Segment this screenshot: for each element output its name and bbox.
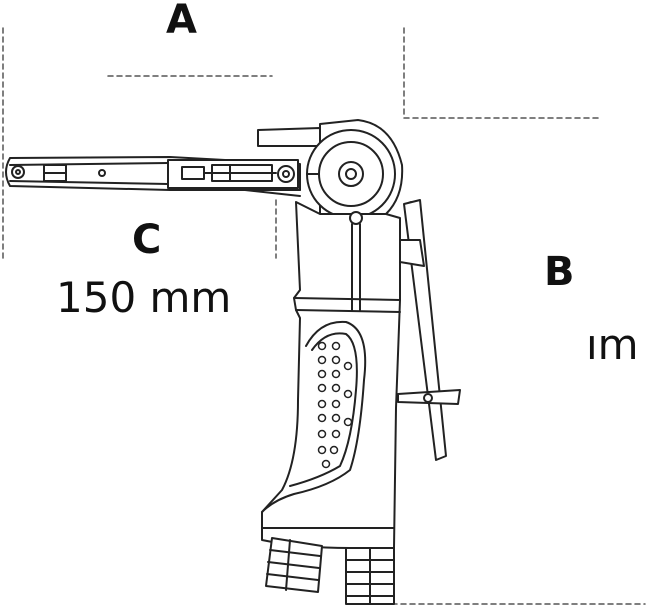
dimension-value-c: 150 mm [56, 273, 232, 322]
dimension-label-c: C [132, 217, 162, 263]
adjust-lever [349, 211, 363, 311]
throttle-lever [397, 199, 461, 461]
air-inlet-fitting [265, 537, 323, 593]
dimension-lines [2, 27, 646, 605]
contact-wheel [306, 129, 396, 219]
belt-arm [5, 156, 301, 197]
grip-vent-dots [317, 341, 353, 469]
dimension-value-b-partial: ım [586, 320, 639, 369]
exhaust-muffler [345, 547, 395, 605]
dimension-label-a: A [166, 0, 197, 43]
grip-body [261, 201, 401, 549]
dimension-label-b: B [544, 249, 575, 295]
